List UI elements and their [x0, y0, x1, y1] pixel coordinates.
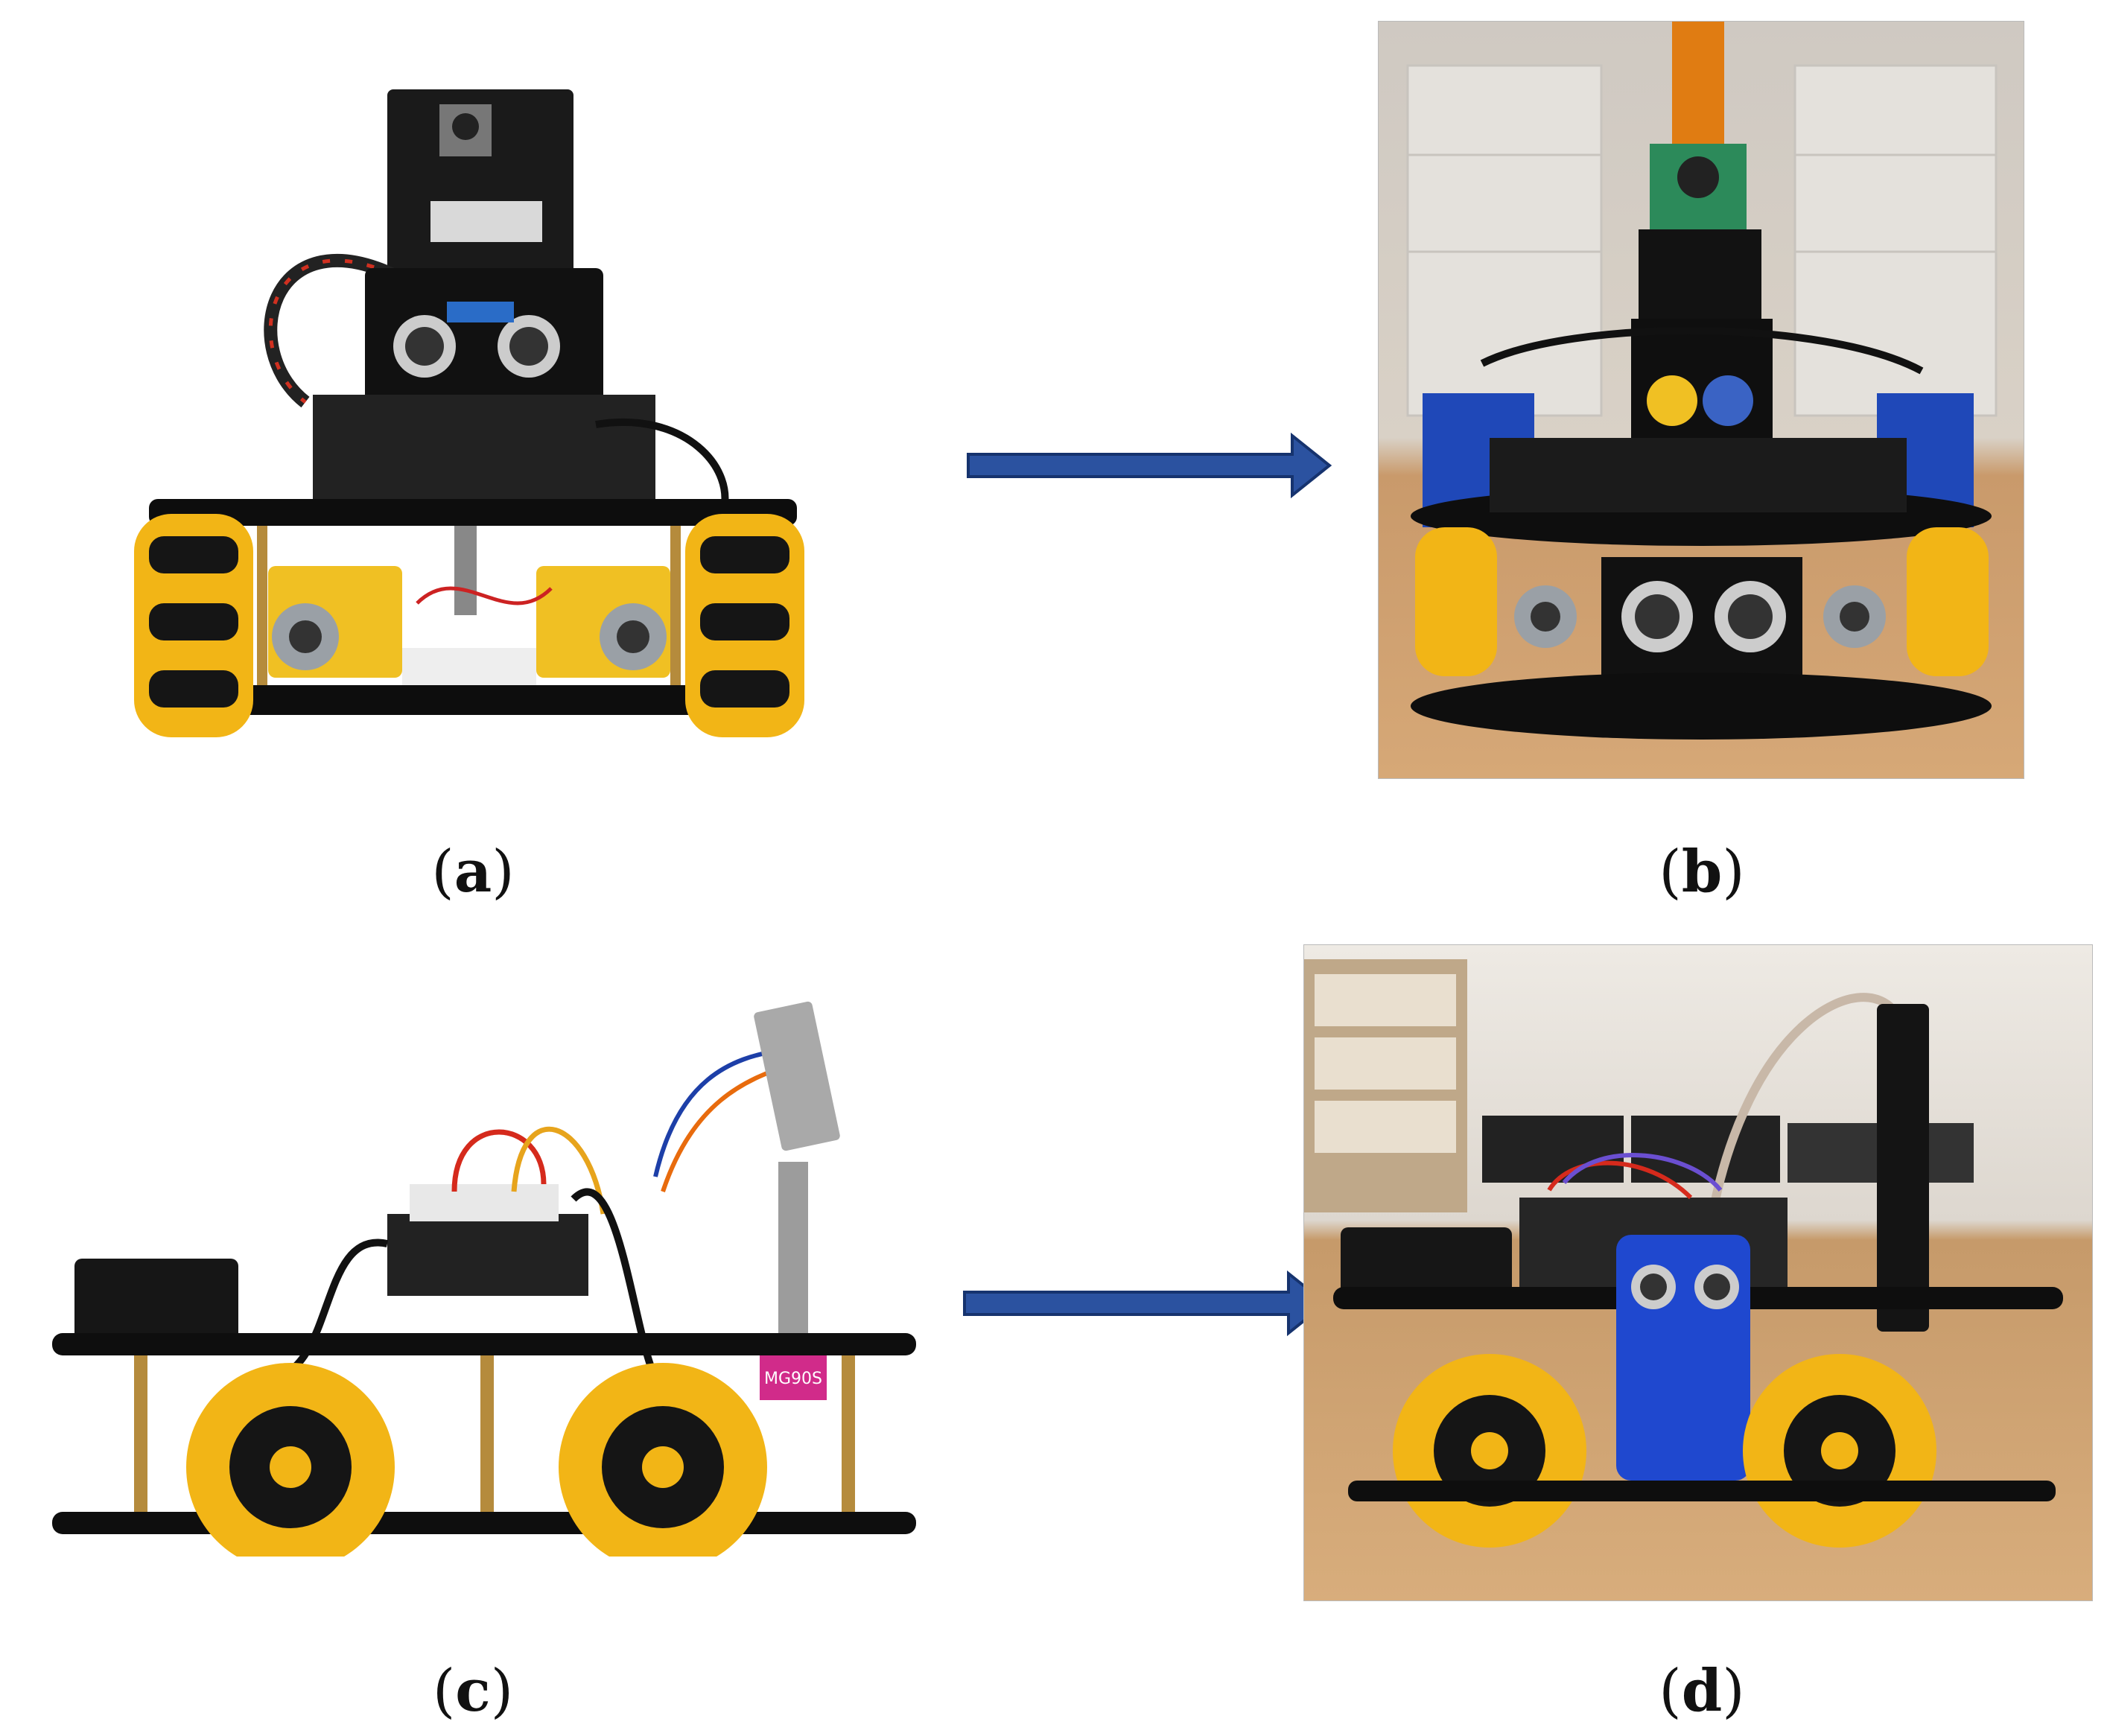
panel-a-robot-front-stock	[119, 82, 819, 752]
servo-label: MG90S	[764, 1370, 822, 1388]
caption-a-close: )	[492, 839, 515, 906]
caption-d-letter: d	[1681, 1657, 1723, 1725]
caption-b-close: )	[1722, 839, 1745, 906]
caption-c: (c)	[361, 1657, 585, 1725]
panel-d-robot-side-photo	[1303, 944, 2093, 1601]
panel-c-robot-side-stock: MG90S	[37, 991, 968, 1557]
panel-b-robot-front-photo	[1378, 21, 2024, 779]
caption-d-close: )	[1722, 1658, 1745, 1725]
caption-a-letter: a	[454, 838, 492, 906]
caption-b-open: (	[1659, 839, 1682, 906]
caption-a-open: (	[431, 839, 454, 906]
arrow-bottom	[961, 1270, 1333, 1337]
caption-c-letter: c	[455, 1657, 491, 1725]
arrow-top	[965, 432, 1337, 499]
caption-c-close: )	[490, 1658, 514, 1725]
caption-b-letter: b	[1681, 838, 1723, 906]
caption-a: (a)	[361, 838, 585, 906]
caption-c-open: (	[432, 1658, 456, 1725]
caption-d-open: (	[1659, 1658, 1682, 1725]
caption-b: (b)	[1590, 838, 1814, 906]
caption-d: (d)	[1590, 1657, 1814, 1725]
